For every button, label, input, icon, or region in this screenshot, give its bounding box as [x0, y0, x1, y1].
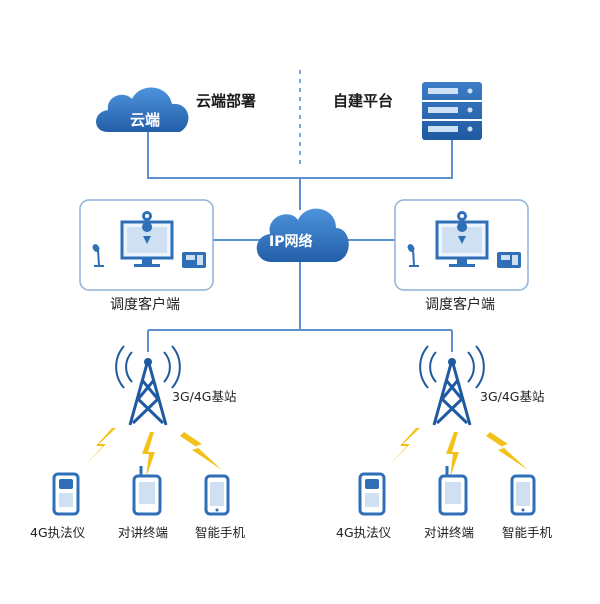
cloud-deploy-icon: 云端	[96, 87, 189, 132]
server-to-hub-line	[300, 140, 453, 179]
device-label-smartphone: 智能手机	[195, 525, 246, 540]
device-label-smartphone: 智能手机	[502, 525, 553, 540]
device-label-walkie-talkie: 对讲终端	[424, 525, 475, 540]
cell-tower-icon-right	[419, 345, 485, 426]
webcam-icon	[142, 211, 152, 221]
dispatch-client-panel-right	[394, 199, 529, 291]
desk-phone-icon	[497, 252, 521, 268]
microphone-icon	[92, 244, 104, 267]
lightning-icon	[180, 432, 222, 470]
base-station-label-left: 3G/4G基站	[172, 389, 237, 404]
microphone-icon	[407, 244, 419, 267]
walkie-talkie-icon	[132, 466, 162, 516]
cell-tower-icon-left	[115, 345, 181, 426]
server-rack-icon	[422, 82, 482, 140]
monitor-icon	[435, 220, 489, 267]
device-label-body-camera: 4G执法仪	[336, 525, 392, 540]
cloud-deploy-label: 云端部署	[196, 92, 257, 110]
device-label-body-camera: 4G执法仪	[30, 525, 86, 540]
dispatch-client-panel-left	[79, 199, 214, 291]
desk-phone-icon	[182, 252, 206, 268]
lightning-icon	[486, 432, 528, 470]
device-label-walkie-talkie: 对讲终端	[118, 525, 169, 540]
webcam-icon	[457, 211, 467, 221]
body-camera-icon	[52, 472, 80, 516]
wireless-signal-icons-left	[84, 428, 222, 478]
self-built-platform-label: 自建平台	[333, 92, 394, 110]
body-camera-icon	[358, 472, 386, 516]
base-station-label-right: 3G/4G基站	[480, 389, 545, 404]
dispatch-client-label-right: 调度客户端	[425, 297, 495, 313]
monitor-icon	[120, 220, 174, 267]
cloud-icon-text: 云端	[130, 111, 160, 129]
dispatch-client-label-left: 调度客户端	[110, 297, 180, 313]
lightning-icon	[84, 428, 116, 466]
smartphone-icon	[510, 474, 536, 516]
ip-network-cloud-icon	[256, 208, 349, 262]
wireless-signal-icons-right	[388, 428, 528, 478]
lightning-icon	[388, 428, 420, 466]
ip-network-label: IP网络	[269, 234, 313, 250]
cloud-to-hub-line	[147, 132, 300, 179]
walkie-talkie-icon	[438, 466, 468, 516]
smartphone-icon	[204, 474, 230, 516]
lightning-icon	[446, 432, 459, 478]
lightning-icon	[142, 432, 155, 478]
